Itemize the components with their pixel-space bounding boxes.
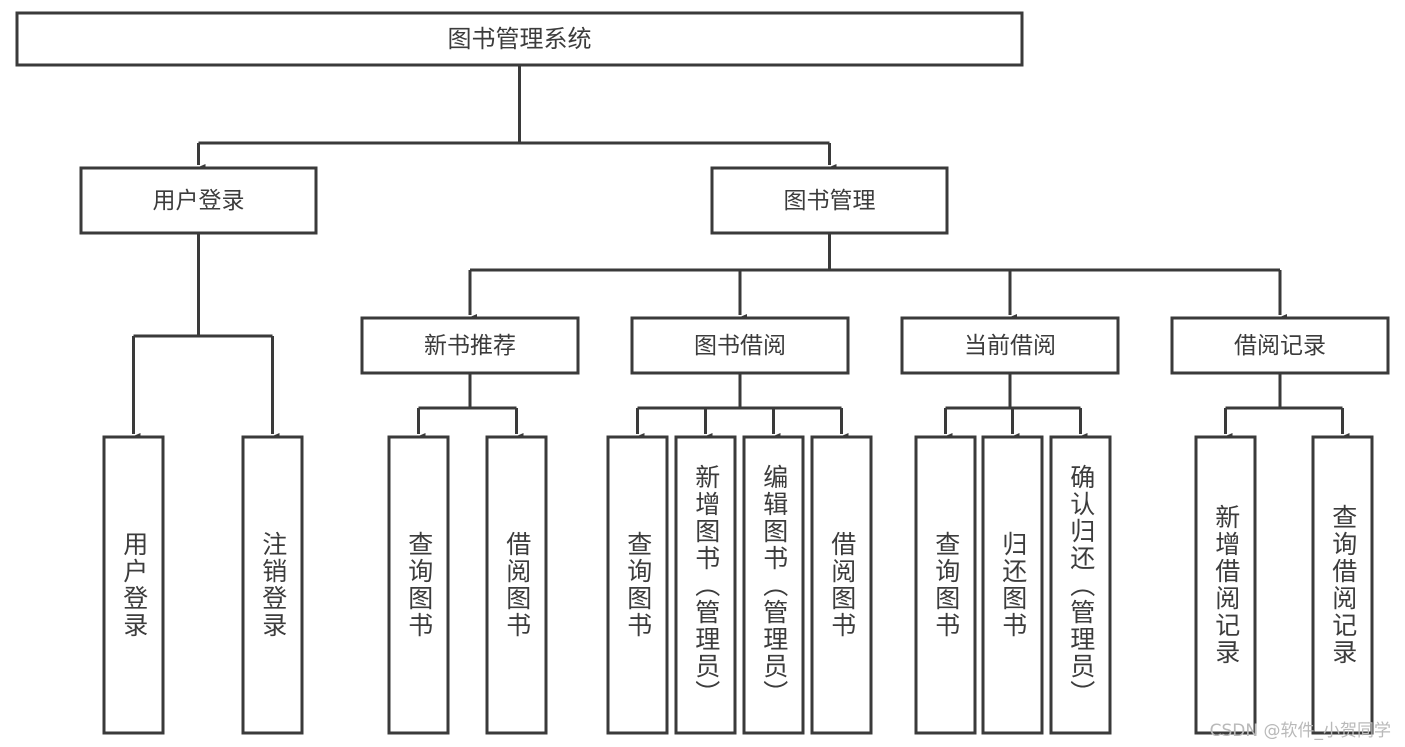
leaf-box-leaf-add-record[interactable] bbox=[1194, 435, 1257, 735]
leaf-box-leaf-borrow-book-1[interactable] bbox=[485, 435, 548, 735]
node-label-book-borrow: 图书借阅 bbox=[694, 333, 786, 359]
leaf-box-leaf-confirm-return[interactable] bbox=[1049, 435, 1112, 735]
node-box-new-book-recommend[interactable] bbox=[360, 316, 580, 375]
watermark-text: CSDN @软件_小贺同学 bbox=[1209, 721, 1391, 741]
leaf-box-leaf-return-book[interactable] bbox=[981, 435, 1044, 735]
node-label-book-manage: 图书管理 bbox=[784, 188, 876, 214]
leaf-box-leaf-query-record[interactable] bbox=[1311, 435, 1374, 735]
connector-links bbox=[126, 65, 1350, 445]
node-box-root[interactable] bbox=[15, 11, 1024, 67]
leaf-box-leaf-add-book[interactable] bbox=[674, 435, 737, 735]
leaf-box-leaf-user-login[interactable] bbox=[102, 435, 165, 735]
node-label-new-book-recommend: 新书推荐 bbox=[424, 333, 516, 359]
node-box-book-borrow[interactable] bbox=[630, 316, 850, 375]
node-label-current-borrow: 当前借阅 bbox=[964, 333, 1056, 359]
node-boxes bbox=[15, 11, 1390, 735]
node-label-user-login: 用户登录 bbox=[153, 188, 245, 214]
leaf-box-leaf-borrow-book-2[interactable] bbox=[810, 435, 873, 735]
leaf-box-leaf-query-book-1[interactable] bbox=[387, 435, 450, 735]
node-box-current-borrow[interactable] bbox=[900, 316, 1120, 375]
node-label-borrow-record: 借阅记录 bbox=[1234, 333, 1326, 359]
root-label: 图书管理系统 bbox=[448, 25, 592, 53]
leaf-box-leaf-query-book-3[interactable] bbox=[914, 435, 977, 735]
leaf-box-leaf-edit-book[interactable] bbox=[742, 435, 805, 735]
leaf-box-leaf-logout[interactable] bbox=[241, 435, 304, 735]
node-box-book-manage[interactable] bbox=[710, 166, 949, 235]
node-box-borrow-record[interactable] bbox=[1170, 316, 1390, 375]
node-box-user-login[interactable] bbox=[79, 166, 318, 235]
leaf-box-leaf-query-book-2[interactable] bbox=[606, 435, 669, 735]
